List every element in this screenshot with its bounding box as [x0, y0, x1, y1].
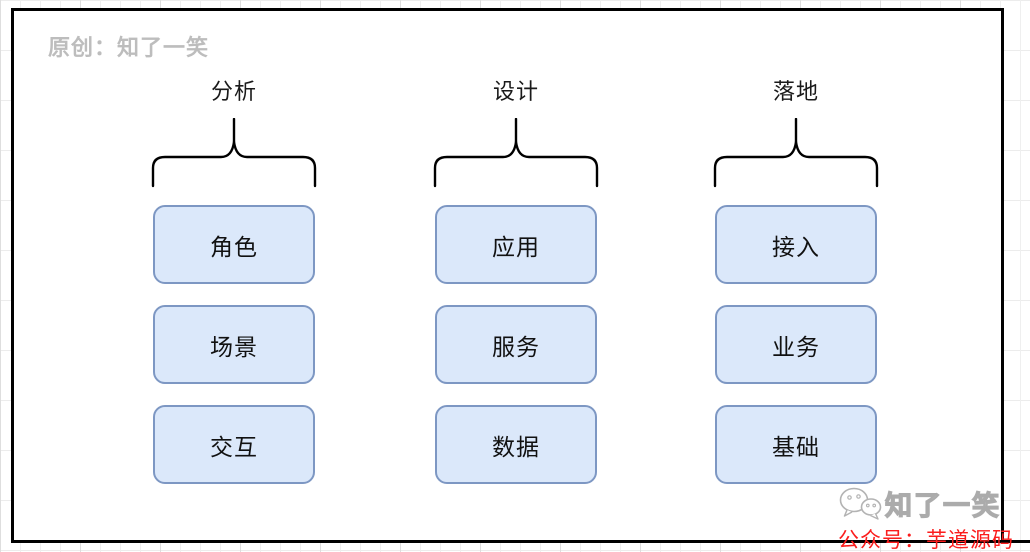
node-box: 业务: [715, 305, 877, 384]
watermark-row: 知了一笑: [838, 484, 1030, 523]
node-box: 数据: [435, 405, 597, 484]
brace-icon: [151, 118, 317, 188]
node-box: 基础: [715, 405, 877, 484]
brace-icon: [713, 118, 879, 188]
diagram-column: 设计应用服务数据: [433, 79, 599, 484]
watermark: 知了一笑 公众号：芋道源码: [838, 484, 1030, 552]
column-header: 落地: [772, 79, 819, 104]
node-box: 应用: [435, 205, 597, 284]
column-header: 分析: [210, 79, 257, 104]
watermark-name: 知了一笑: [884, 490, 1001, 521]
watermark-account: 公众号：芋道源码: [838, 528, 1014, 552]
node-box: 场景: [153, 305, 315, 384]
node-box: 交互: [153, 405, 315, 484]
wechat-icon: [839, 487, 882, 520]
diagram-column: 分析角色场景交互: [151, 79, 317, 484]
credit-label: 原创：知了一笑: [48, 35, 210, 60]
node-box: 角色: [153, 205, 315, 284]
diagram-column: 落地接入业务基础: [713, 79, 879, 484]
frame-bottom-extension: [1004, 540, 1030, 543]
node-box: 接入: [715, 205, 877, 284]
node-box: 服务: [435, 305, 597, 384]
column-header: 设计: [492, 79, 539, 104]
brace-icon: [433, 118, 599, 188]
